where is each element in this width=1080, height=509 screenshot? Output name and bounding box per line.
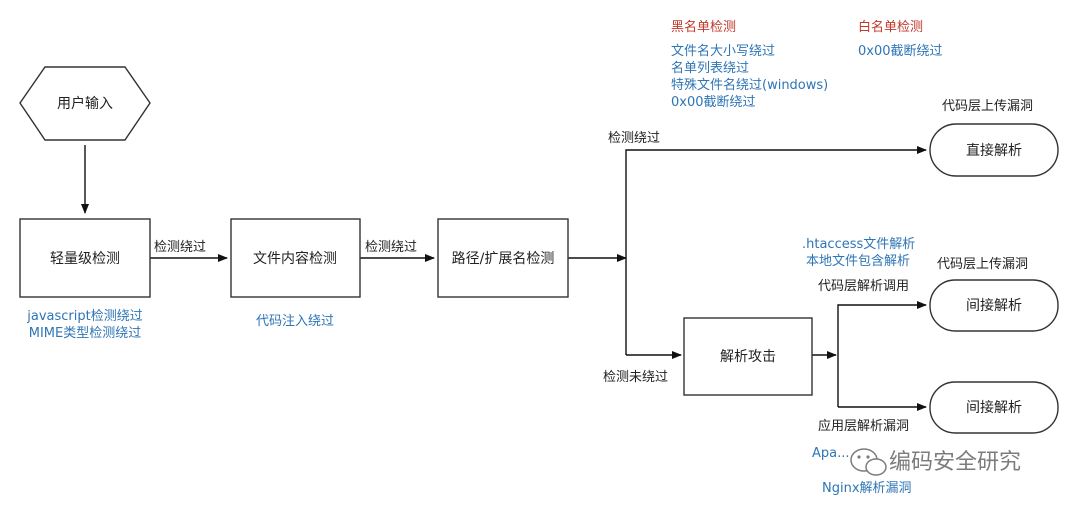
edges [81,145,927,411]
app-parse-vuln-label: 应用层解析漏洞 [818,418,909,434]
blacklist-item-3: 特殊文件名绕过(windows) [671,77,828,93]
parse-attack-node [683,317,813,396]
indirect-parse-label-1: 间接解析 [966,297,1022,314]
light-method-1: javascript检测绕过 [26,309,142,324]
blacklist-title: 黑名单检测 [671,19,736,35]
blacklist-item-4: 0x00截断绕过 [671,95,756,110]
app-parse-item-1: Apa... [812,446,850,461]
annotations: javascript检测绕过 MIME类型检测绕过 代码注入绕过 黑名单检测 文… [26,19,942,496]
path-check-label: 路径/扩展名检测 [452,251,555,267]
bypass-label-top: 检测绕过 [608,131,660,146]
light-check-node [19,218,151,298]
direct-parse-node [929,123,1059,177]
indirect-parse-node-2 [929,381,1059,434]
indirect-parse-label-2: 间接解析 [966,399,1022,416]
app-parse-item-2: Nginx解析漏洞 [822,480,912,496]
whitelist-title: 白名单检测 [858,19,923,35]
code-upload-vuln-label-1: 代码层上传漏洞 [942,98,1033,114]
nodes: 用户输入 轻量级检测 文件内容检测 路径/扩展名检测 解析攻击 直接解析 间接解… [19,66,1059,434]
code-parse-call-label: 代码层解析调用 [818,279,909,294]
user-input-label: 用户输入 [57,95,113,112]
bypass-label-2: 检测绕过 [365,240,417,255]
content-method: 代码注入绕过 [256,314,334,329]
watermark: 编码安全研究 [850,448,1021,476]
code-upload-vuln-label-2: 代码层上传漏洞 [937,256,1028,272]
direct-parse-label: 直接解析 [966,142,1022,159]
edge-labels: 检测绕过 检测绕过 检测绕过 检测未绕过 代码层上传漏洞 代码层上传漏洞 代码层… [154,98,1033,434]
path-check-node [437,218,569,298]
code-parse-item-2: 本地文件包含解析 [806,253,910,269]
wechat-icon [850,448,887,476]
content-check-label: 文件内容检测 [253,250,337,267]
whitelist-item-1: 0x00截断绕过 [858,44,943,59]
edge-split-to-indirect-1 [837,301,927,407]
light-method-2: MIME类型检测绕过 [29,326,141,341]
indirect-parse-node-1 [929,279,1059,332]
code-parse-item-1: .htaccess文件解析 [802,237,915,252]
not-bypassed-label: 检测未绕过 [603,370,668,385]
content-check-node [230,218,361,298]
parse-attack-label: 解析攻击 [720,349,776,365]
watermark-text: 编码安全研究 [889,450,1021,475]
blacklist-item-2: 名单列表绕过 [671,60,749,76]
bypass-label-1: 检测绕过 [154,240,206,255]
blacklist-item-1: 文件名大小写绕过 [671,43,775,59]
light-check-label: 轻量级检测 [50,251,120,267]
user-input-node [19,66,151,141]
edge-branch-to-direct [625,146,927,355]
